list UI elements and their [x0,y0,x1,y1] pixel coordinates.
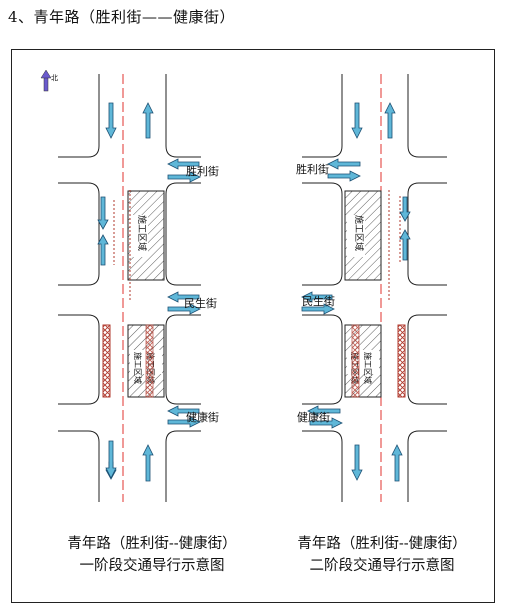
arrow-eastbound [167,416,201,428]
arrow-southbound [351,444,363,481]
arrow-northbound [399,229,411,261]
right-label-shengli: 胜利街 [296,162,329,176]
left-caption-title: 青年路（胜利街--健康街） [67,536,237,552]
arrow-westbound [167,158,200,170]
arrow-westbound [167,291,200,303]
arrow-southbound [399,196,411,222]
arrow-northbound [384,102,396,139]
left-zone-bottom-label-a: 施工区域 [133,352,143,384]
left-road-network [58,74,201,502]
left-label-shengli: 胜利街 [186,164,219,178]
north-arrow-icon [40,69,52,92]
right-label-minsheng: 民生街 [302,294,335,308]
right-zone-top-label: 施工区域 [353,215,365,251]
right-label-jiankang: 健康街 [297,410,330,424]
arrow-northbound [142,102,154,139]
arrow-southbound [105,102,117,139]
arrow-southbound [97,196,109,230]
left-zone-top-label: 施工区域 [136,215,148,251]
arrow-eastbound [167,171,201,183]
page-heading: 4、青年路（胜利街——健康街） [8,8,236,26]
left-label-minsheng: 民生街 [184,296,217,310]
left-barrier-west [102,324,111,398]
arrow-northbound [97,234,109,266]
arrow-westbound [327,158,361,170]
arrow-northbound [391,444,403,482]
right-caption-title: 青年路（胜利街--健康街） [297,536,467,552]
left-caption-subtitle: 一阶段交通导行示意图 [79,558,225,574]
right-zone-bottom-label-b: 施工区域 [363,352,373,384]
arrow-eastbound [309,417,343,429]
arrow-eastbound [327,170,361,182]
arrow-eastbound [167,303,201,315]
arrow-westbound [307,405,341,417]
figure-frame [11,49,495,603]
arrow-northbound [142,444,154,482]
right-barrier-east [397,324,406,398]
right-caption-subtitle: 二阶段交通导行示意图 [309,558,455,574]
arrow-westbound [167,405,200,417]
left-label-jiankang: 健康街 [186,410,219,424]
arrow-westbound [301,291,333,303]
arrow-eastbound [301,303,335,315]
arrow-southbound [105,440,117,479]
arrow-southbound [351,102,363,139]
north-label: 北 [51,74,58,82]
right-road-network [302,74,447,502]
